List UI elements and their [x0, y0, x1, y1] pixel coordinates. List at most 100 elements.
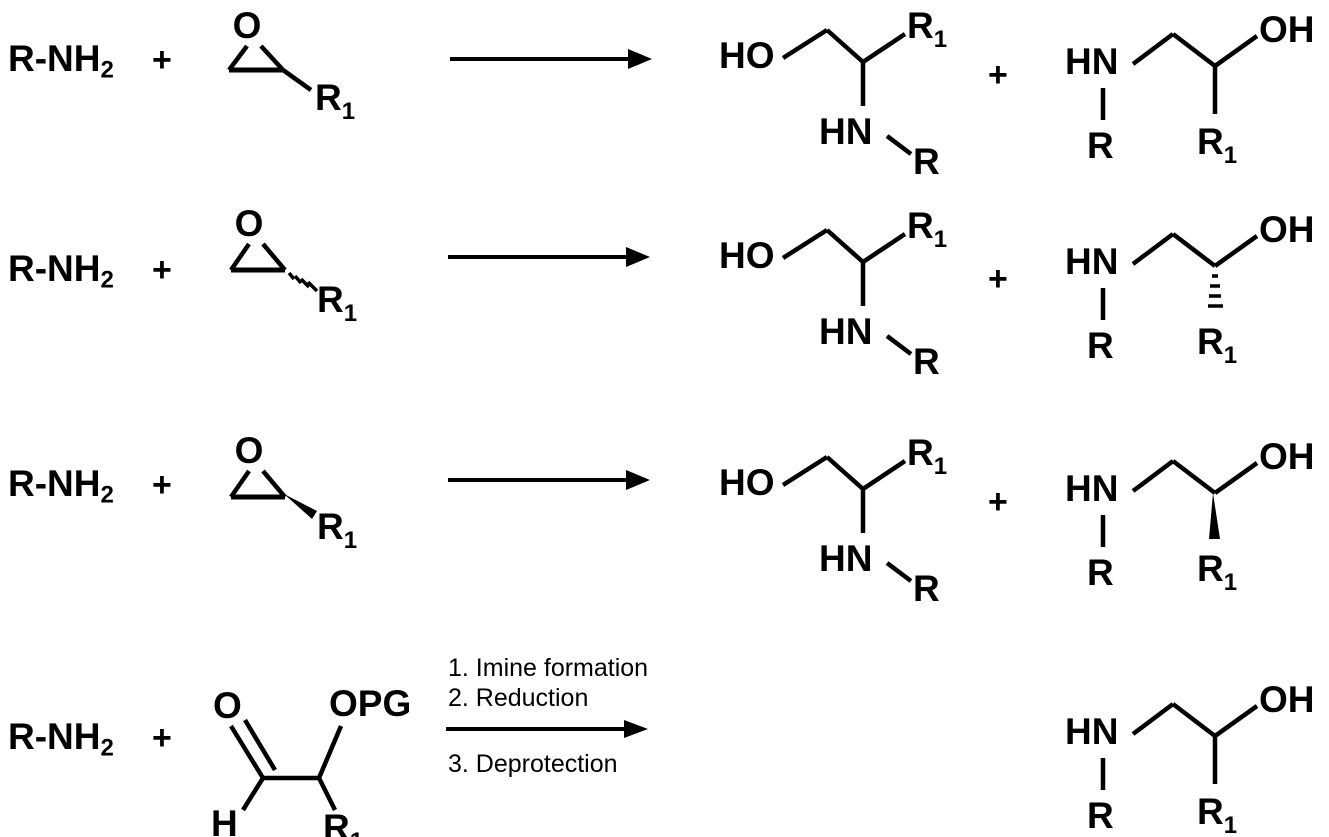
- bond-ch2-ch: [825, 455, 865, 491]
- amine-nh-label: HN: [819, 311, 872, 352]
- opg-label: OPG: [329, 683, 411, 724]
- r-atom-label: R: [913, 141, 940, 182]
- r-atom-label: R: [1087, 795, 1114, 836]
- bond-ho-ch2: [781, 28, 829, 60]
- arrow-svg-row1: [450, 49, 652, 69]
- epoxide-svg-row2: O R1: [229, 203, 357, 327]
- amine-nh-label: HN: [1065, 711, 1118, 752]
- bond-ch2-ch: [1171, 232, 1217, 268]
- product-a-structure-row1: HO R1 HN R: [715, 2, 975, 182]
- oxygen-atom-label: O: [235, 203, 264, 244]
- arrow-svg-row3: [448, 470, 650, 490]
- bold-wedge-bond-to-r1: [284, 494, 317, 519]
- bond-ch2-ch: [1171, 702, 1217, 738]
- hashed-wedge-bond-to-r1: [1208, 274, 1223, 308]
- bond-c-h: [241, 776, 265, 812]
- epoxide-bond-right: [261, 469, 287, 499]
- hydroxyl-label: HO: [719, 35, 775, 76]
- bond-ch2-ch: [1171, 459, 1217, 495]
- bond-ch-r1: [861, 32, 907, 64]
- plus-product-row2: +: [988, 260, 1008, 298]
- hydroxyl-label: HO: [719, 235, 775, 276]
- amine-nh-label: HN: [1065, 468, 1118, 509]
- epoxide-bond-left: [229, 242, 251, 272]
- amine-nh-label: HN: [819, 538, 872, 579]
- arrow-head: [628, 49, 652, 69]
- bold-wedge-bond-to-r1: [1209, 493, 1220, 539]
- r1-atom-label: R1: [907, 5, 947, 53]
- product-a-svg-row1: HO R1 HN R: [719, 5, 947, 182]
- aldehyde-svg-row4: O H OPG R1: [211, 683, 411, 837]
- oxygen-atom-label: O: [213, 685, 242, 726]
- plus-reactant-row2: +: [152, 251, 172, 289]
- oxygen-atom-label: O: [233, 5, 262, 46]
- epoxide-svg-row1: O R1: [227, 5, 355, 125]
- epoxide-bond-left: [229, 469, 251, 499]
- bond-n-ch2: [1131, 32, 1175, 66]
- product-b-structure-row3: HN R OH R1: [1063, 429, 1325, 604]
- bond-n-r: [885, 561, 913, 583]
- plus-reactant-row4: +: [152, 719, 172, 757]
- bond-to-r1-plain: [281, 68, 313, 92]
- arrow-head: [624, 720, 648, 738]
- bond-ch-oh: [1213, 234, 1259, 268]
- bond-ch-r1: [861, 459, 907, 491]
- hydroxyl-label: HO: [719, 462, 775, 503]
- r-atom-label: R: [913, 341, 940, 382]
- r-atom-label: R: [1087, 125, 1114, 166]
- reaction-arrow-row3: [446, 461, 656, 501]
- oxygen-atom-label: O: [235, 430, 264, 471]
- arrow-head: [626, 470, 650, 490]
- bond-ch-opg: [316, 725, 344, 779]
- plus-product-row3: +: [988, 483, 1008, 521]
- epoxide-bond-left: [227, 44, 249, 72]
- hydroxyl-right-label: OH: [1259, 209, 1315, 250]
- r-atom-label: R: [1087, 325, 1114, 366]
- bond-ch-oh: [1213, 461, 1259, 495]
- carbonyl-bond-2: [243, 718, 277, 772]
- reaction-row-4: R-NH2 + O H OPG R1 1. Imine formation 2.…: [0, 640, 1329, 837]
- condition-line-2: 2. Reduction: [448, 684, 589, 712]
- bond-ho-ch2: [781, 228, 829, 260]
- bond-ch2-ch: [825, 28, 865, 64]
- carbonyl-bond-1: [229, 724, 265, 780]
- bond-ho-ch2: [781, 455, 829, 487]
- condition-line-3: 3. Deprotection: [448, 750, 618, 778]
- product-a-svg-row2: HO R1 HN R: [719, 205, 947, 382]
- reaction-row-3: R-NH2 + O R1 HO: [0, 415, 1329, 615]
- product-b-svg-row3: HN R OH R1: [1065, 436, 1315, 596]
- reaction-arrow-row1: [448, 40, 658, 80]
- r1-atom-label: R1: [907, 205, 947, 253]
- product-b-structure-row1: HN R OH R1: [1063, 2, 1325, 177]
- reaction-row-2: R-NH2 + O R1: [0, 190, 1329, 385]
- r1-atom-label: R1: [323, 807, 363, 837]
- amine-nh-label: HN: [819, 111, 872, 152]
- arrow-svg-row4: [446, 720, 648, 738]
- epoxide-structure-row3: O R1: [205, 415, 370, 560]
- epoxide-bond-right: [261, 242, 287, 272]
- r1-atom-label: R1: [1197, 321, 1237, 369]
- product-a-structure-row3: HO R1 HN R: [715, 429, 975, 609]
- bond-ch-r1: [316, 776, 338, 812]
- bond-n-r: [885, 334, 913, 356]
- r1-atom-label: R1: [317, 506, 357, 554]
- amine-nh-label: HN: [1065, 241, 1118, 282]
- hashed-wedge-bond-to-r1: [287, 271, 319, 293]
- plus-product-row1: +: [988, 56, 1008, 94]
- r1-atom-label: R1: [907, 432, 947, 480]
- amine-nh-label: HN: [1065, 41, 1118, 82]
- product-b-structure-row2: HN R OH R1: [1063, 202, 1325, 377]
- epoxide-structure-row2: O R1: [205, 194, 370, 334]
- condition-line-1: 1. Imine formation: [448, 654, 649, 682]
- reactant-amine-label-row2: R-NH2: [8, 248, 114, 294]
- hydroxyl-right-label: OH: [1259, 9, 1315, 50]
- bond-n-ch2: [1131, 232, 1175, 266]
- bond-ch-oh: [1213, 34, 1259, 68]
- epoxide-bond-right: [259, 44, 285, 72]
- reactant-amine-label-row3: R-NH2: [8, 463, 114, 509]
- r1-atom-label: R1: [317, 279, 357, 327]
- arrow-head: [626, 247, 650, 267]
- product-b-svg-row2: HN R OH R1: [1065, 209, 1315, 369]
- aldehyde-structure-row4: O H OPG R1: [195, 660, 425, 837]
